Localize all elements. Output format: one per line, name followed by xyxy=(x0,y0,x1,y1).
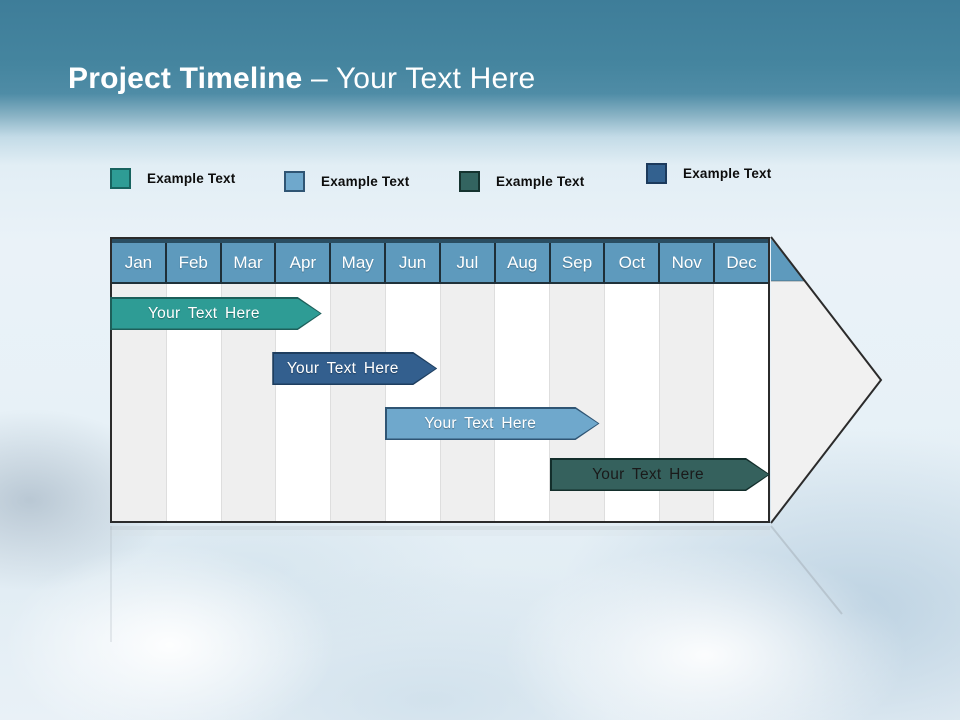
month-header-jun: Jun xyxy=(384,243,439,282)
month-header-jan: Jan xyxy=(124,252,153,272)
legend-label: Example Text xyxy=(147,171,236,186)
timeline-bar-3: Your Text Here xyxy=(385,407,600,440)
legend-label: Example Text xyxy=(496,174,585,189)
timeline-bar-fill xyxy=(112,299,321,329)
month-column-jun xyxy=(384,284,440,521)
month-header-may: May xyxy=(329,243,384,282)
page-title: Project Timeline – Your Text Here xyxy=(68,62,535,96)
legend-swatch-3 xyxy=(459,171,480,192)
timeline-bar-1: Your Text Here xyxy=(110,297,322,330)
title-bold-text: Project Timeline xyxy=(68,62,303,95)
legend-item-2: Example Text xyxy=(284,171,409,192)
timeline-bar-2: Your Text Here xyxy=(272,352,437,385)
month-header-aug: Aug xyxy=(493,243,549,282)
month-column-aug xyxy=(494,284,549,521)
month-header-sep: Sep xyxy=(548,243,604,282)
legend-swatch-1 xyxy=(110,168,131,189)
month-header-mar: Mar xyxy=(219,243,275,282)
title-subtitle-text: – Your Text Here xyxy=(310,62,536,95)
timeline-bar-fill xyxy=(552,460,769,490)
timeline-bar-label: Your Text Here xyxy=(286,359,399,377)
legend-swatch-2 xyxy=(284,171,305,192)
month-header-dec: Dec xyxy=(713,243,768,282)
legend-swatch-4 xyxy=(646,163,667,184)
month-column-may xyxy=(330,284,385,521)
legend-item-3: Example Text xyxy=(459,171,584,192)
timeline-bar-label: Your Text Here xyxy=(424,414,537,432)
month-columns xyxy=(112,284,768,521)
timeline-bar-label: Your Text Here xyxy=(592,465,704,483)
legend-item-1: Example Text xyxy=(110,168,235,189)
month-column-jul xyxy=(439,284,495,521)
legend-label: Example Text xyxy=(321,174,410,189)
month-header-jul: Jul xyxy=(438,243,494,282)
timeline-bar-4: Your Text Here xyxy=(550,458,770,491)
legend-label: Example Text xyxy=(683,166,772,181)
month-header-feb: Feb xyxy=(164,243,220,282)
month-header-oct: Oct xyxy=(603,243,658,282)
timeline-bar-fill xyxy=(274,354,436,384)
legend-item-4: Example Text xyxy=(646,163,771,184)
timeline-bar-label: Your Text Here xyxy=(147,304,260,322)
month-header-apr: Apr xyxy=(274,243,329,282)
timeline-bar-fill xyxy=(387,409,599,439)
month-header-nov: Nov xyxy=(658,243,713,282)
